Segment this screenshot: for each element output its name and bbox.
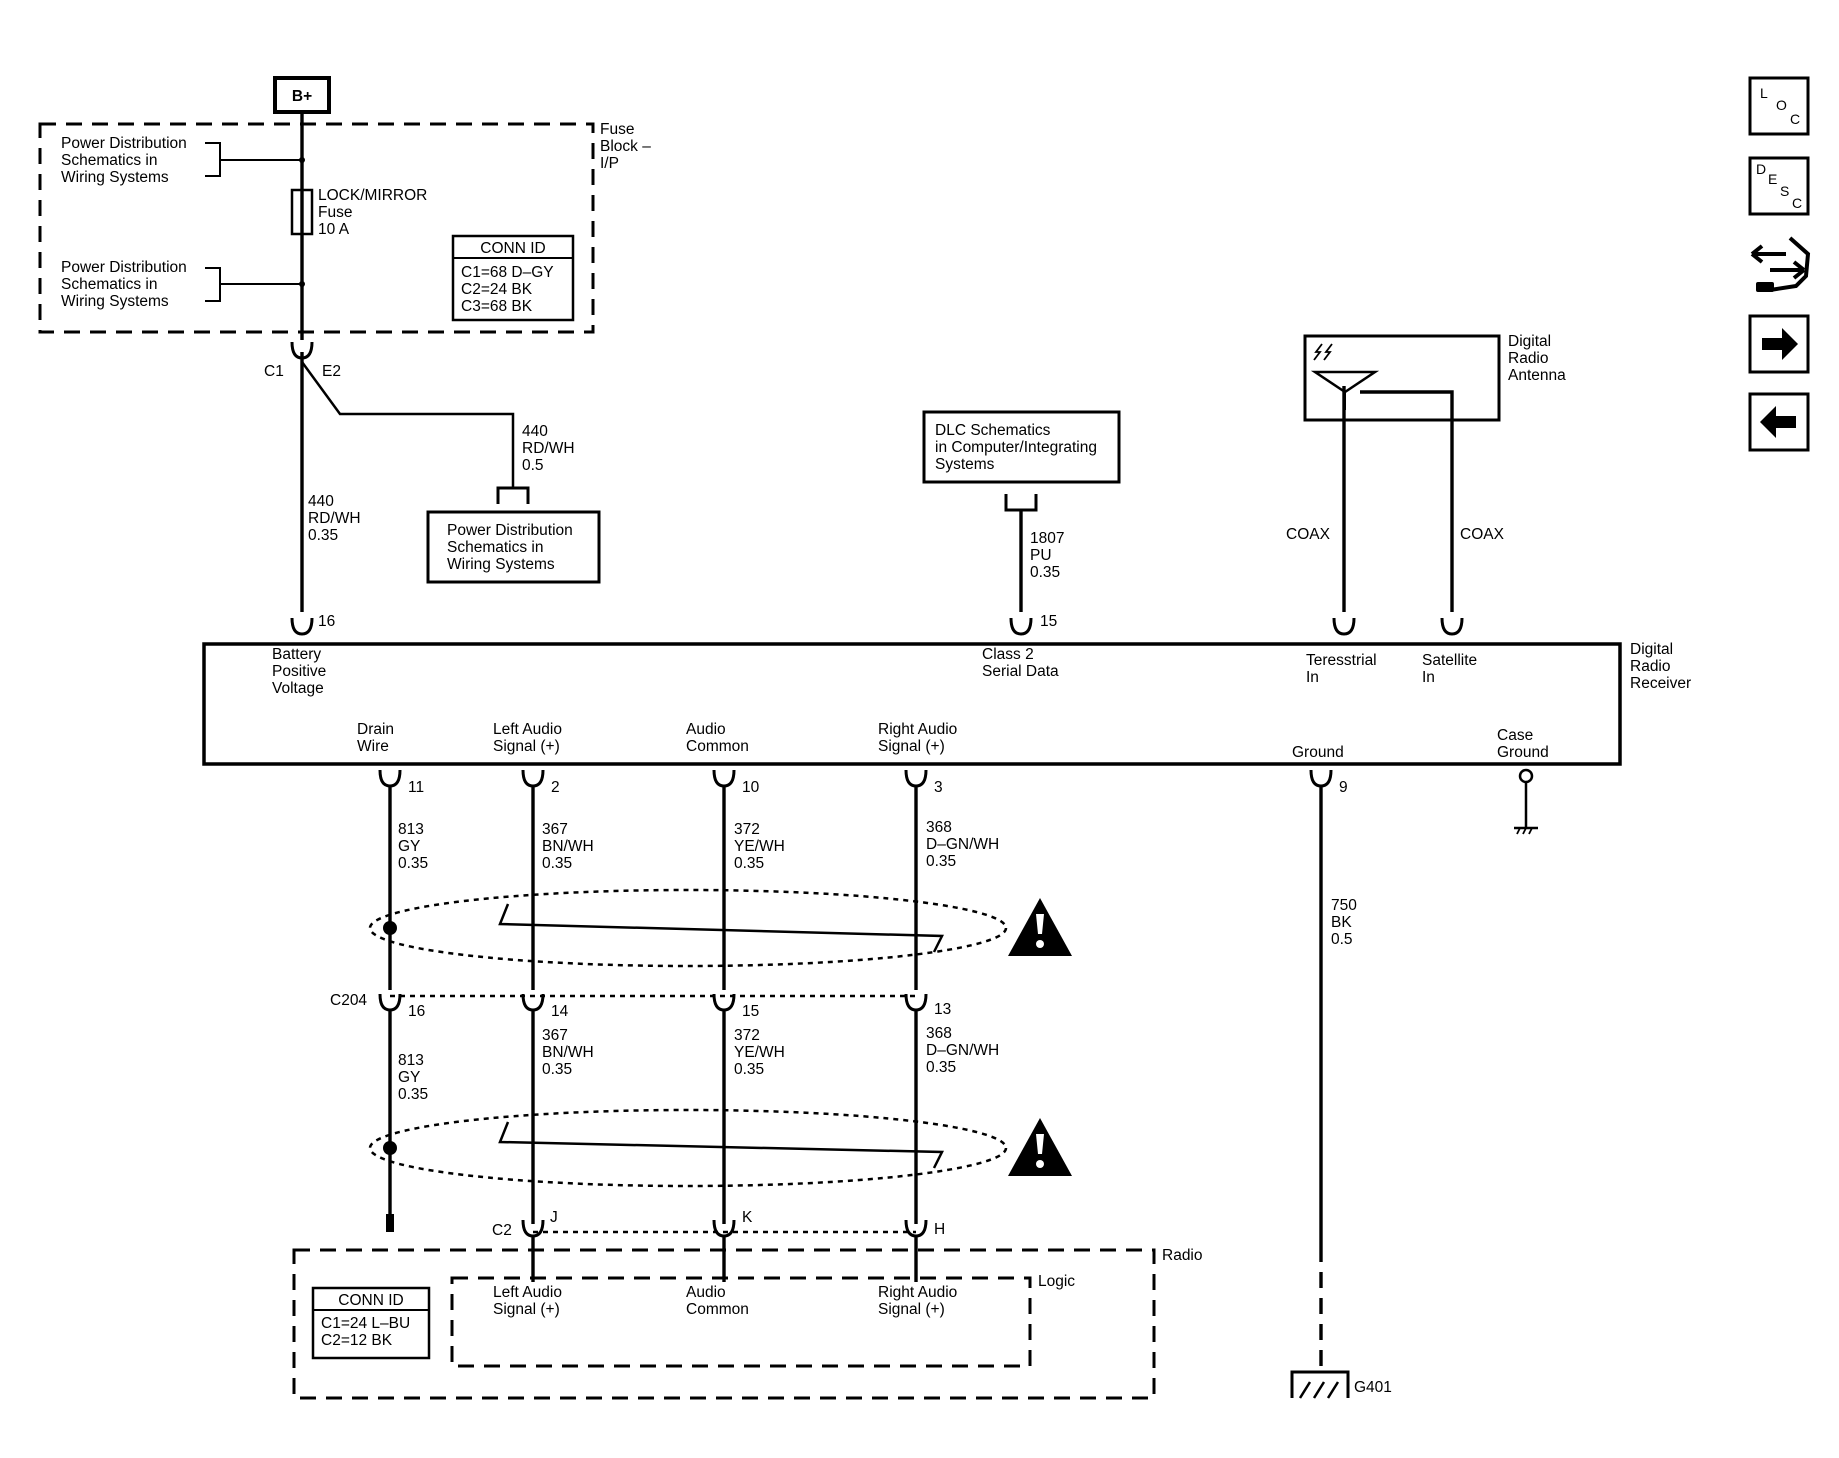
- ground-g401-icon: [1290, 1370, 1350, 1399]
- right-audio-signal-label: Right Audio Signal (+): [878, 721, 962, 755]
- c204-pin-13: 13: [934, 1001, 951, 1018]
- fuse-block-title: Fuse Block – I/P: [600, 121, 655, 172]
- svg-text:C: C: [1790, 111, 1800, 127]
- arrow-left-icon[interactable]: [1748, 392, 1810, 452]
- connector-c204-label: C204: [330, 992, 367, 1009]
- audio-common-label: Audio Common: [686, 721, 749, 755]
- radio-conn-id-table: CONN ID C1=24 L–BU C2=12 BK: [311, 1286, 431, 1360]
- c2-pin-j: J: [550, 1209, 558, 1226]
- conn-id-title: CONN ID: [480, 240, 545, 257]
- svg-text:L: L: [1760, 85, 1768, 101]
- pin-3-label: 3: [934, 779, 943, 796]
- dlc-wire-label: 1807 PU 0.35: [1030, 530, 1069, 581]
- c204-pin-16: 16: [408, 1003, 425, 1020]
- coax-right-label: COAX: [1460, 526, 1505, 543]
- pd-reference-bottom[interactable]: Power Distribution Schematics in Wiring …: [61, 259, 191, 310]
- c2-pin-h: H: [934, 1221, 945, 1238]
- ground-label: Ground: [1292, 744, 1344, 761]
- svg-text:S: S: [1780, 183, 1789, 199]
- terrestrial-in-label: Teresstrial In: [1306, 652, 1381, 686]
- pin-9-label: 9: [1339, 779, 1348, 796]
- warning-icon-lower: [1008, 1118, 1072, 1176]
- drain-wire-label: Drain Wire: [357, 721, 398, 755]
- pin-10-label: 10: [742, 779, 760, 796]
- desc-button[interactable]: D E S C: [1748, 156, 1810, 216]
- fuse-block-conn-id-table: CONN ID C1=68 D–GY C2=24 BK C3=68 BK: [451, 234, 575, 322]
- svg-text:E: E: [1768, 171, 1777, 187]
- receiver-title: Digital Radio Receiver: [1630, 641, 1691, 692]
- svg-text:D: D: [1756, 161, 1766, 177]
- coax-left-label: COAX: [1286, 526, 1331, 543]
- connector-c204: C204 16 14 15 13: [330, 992, 951, 1020]
- connector-c2-label: C2: [492, 1222, 512, 1239]
- radio-conn-id-lines: C1=24 L–BU C2=12 BK: [321, 1315, 415, 1349]
- splice-wire-label: 440 RD/WH 0.5: [522, 423, 579, 474]
- case-ground-label: Case Ground: [1497, 727, 1549, 761]
- left-audio-signal-label: Left Audio Signal (+): [493, 721, 566, 755]
- antenna-label: Digital Radio Antenna: [1508, 333, 1566, 384]
- main-wire-label: 440 RD/WH 0.35: [308, 493, 365, 544]
- pd-reference-top[interactable]: Power Distribution Schematics in Wiring …: [61, 135, 191, 186]
- dlc-reference[interactable]: DLC Schematics in Computer/Integrating S…: [922, 410, 1121, 484]
- connector-c1-label: C1: [264, 363, 284, 380]
- satellite-in-label: Satellite In: [1422, 652, 1481, 686]
- battery-positive-voltage-label: Battery Positive Voltage: [272, 646, 331, 697]
- case-ground-icon: [1514, 768, 1538, 835]
- pin-11-label: 11: [408, 779, 424, 796]
- pin-2-label: 2: [551, 779, 560, 796]
- c2-pin-k: K: [742, 1209, 753, 1226]
- digital-radio-antenna: Digital Radio Antenna: [1303, 333, 1566, 422]
- svg-text:C: C: [1792, 195, 1802, 211]
- ground-g401-label: G401: [1354, 1379, 1392, 1396]
- class2-serial-data-label: Class 2 Serial Data: [982, 646, 1059, 680]
- connector-e2-label: E2: [322, 363, 341, 380]
- fuse-block: Fuse Block – I/P Power Distribution Sche…: [38, 121, 655, 334]
- receiver-bottom-pins: 11 2 10 3 9: [378, 768, 1348, 796]
- connector-wrench-icon[interactable]: [1750, 236, 1811, 292]
- battery-label: B+: [292, 88, 312, 105]
- twisted-pair-shield-lower: [368, 1108, 1008, 1188]
- ground-wire-label: 750 BK 0.5: [1331, 897, 1361, 948]
- conn-id-lines: C1=68 D–GY C2=24 BK C3=68 BK: [461, 264, 558, 315]
- svg-text:Power Distribution Schem: Power Distribution Schematics in Wiring …: [447, 522, 577, 573]
- warning-icon-upper: [1008, 898, 1072, 956]
- logic-label: Logic: [1038, 1273, 1075, 1290]
- antenna-signal-icon: [1313, 343, 1333, 361]
- pd-reference-mid[interactable]: Power Distribution Schematics in Wiring …: [426, 510, 601, 584]
- connector-c2: C2 J K H: [492, 1209, 945, 1239]
- pin-16-label: 16: [318, 613, 335, 630]
- arrow-right-icon[interactable]: [1748, 314, 1810, 374]
- radio-title: Radio: [1162, 1247, 1203, 1264]
- twisted-pair-shield-upper: [368, 888, 1008, 968]
- fuse-label: LOCK/MIRROR Fuse 10 A: [318, 187, 432, 238]
- loc-button[interactable]: L O C: [1748, 76, 1810, 136]
- battery-source: B+: [273, 76, 331, 114]
- digital-radio-receiver: Digital Radio Receiver Battery Positive …: [202, 641, 1691, 766]
- c204-pin-15: 15: [742, 1003, 759, 1020]
- pin-15-label: 15: [1040, 613, 1057, 630]
- svg-text:DLC Schematics in Comput: DLC Schematics in Computer/Integrating S…: [935, 422, 1101, 473]
- radio-conn-id-title: CONN ID: [338, 1292, 403, 1309]
- svg-text:O: O: [1776, 97, 1787, 113]
- c204-pin-14: 14: [551, 1003, 569, 1020]
